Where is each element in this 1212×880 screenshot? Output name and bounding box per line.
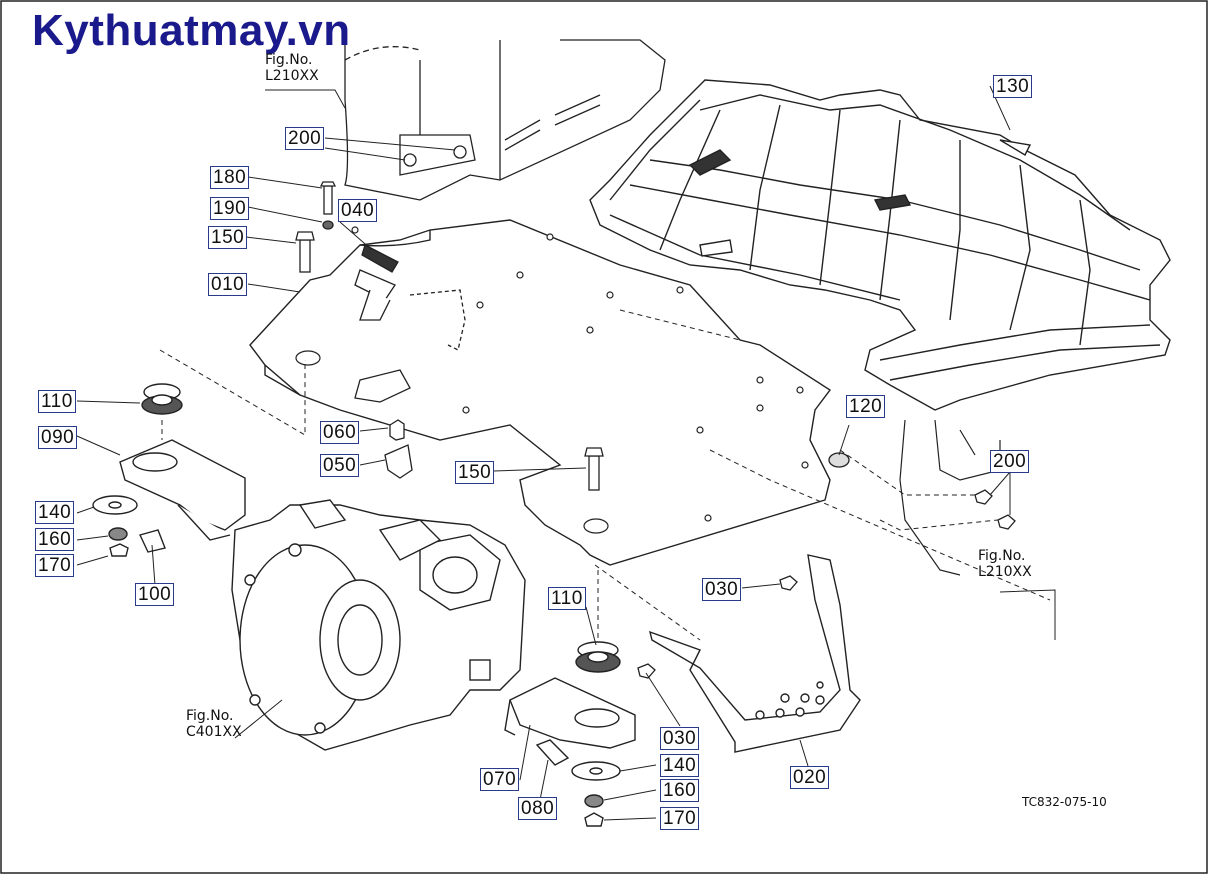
fig-ref-code: C401XX <box>186 724 242 740</box>
left-mount-bracket <box>92 383 246 557</box>
callout-200-top[interactable]: 200 <box>285 127 325 150</box>
callout-160-left[interactable]: 160 <box>35 528 75 551</box>
right-mount-bracket <box>504 641 636 827</box>
callout-150-center[interactable]: 150 <box>455 461 495 484</box>
callout-150-left[interactable]: 150 <box>208 226 248 249</box>
fig-ref-title: Fig.No. <box>186 708 234 724</box>
callout-030-lower[interactable]: 030 <box>660 727 700 750</box>
callout-030-upper[interactable]: 030 <box>702 578 742 601</box>
callout-010[interactable]: 010 <box>208 273 248 296</box>
step-plate <box>249 219 832 566</box>
callout-060[interactable]: 060 <box>320 421 360 444</box>
callout-120[interactable]: 120 <box>846 395 886 418</box>
callout-140-left[interactable]: 140 <box>35 501 75 524</box>
latch <box>354 369 411 403</box>
callout-140-right[interactable]: 140 <box>660 754 700 777</box>
fig-ref-title: Fig.No. <box>978 548 1026 564</box>
fig-ref-code: L210XX <box>265 68 319 84</box>
callout-160-right[interactable]: 160 <box>660 779 700 802</box>
floor-mat <box>589 79 1171 411</box>
callout-110-left[interactable]: 110 <box>38 390 76 413</box>
callout-020[interactable]: 020 <box>790 766 830 789</box>
fasteners <box>295 145 1016 679</box>
callout-170-left[interactable]: 170 <box>35 554 75 577</box>
leader-lines <box>76 85 1056 821</box>
fig-ref-l210-top: Fig.No. L210XX <box>265 52 319 84</box>
site-watermark: Kythuatmay.vn <box>32 6 351 55</box>
fig-ref-code: L210XX <box>978 564 1032 580</box>
callout-200-right[interactable]: 200 <box>990 450 1030 473</box>
brake-pedal <box>354 244 466 351</box>
fig-ref-c401: Fig.No. C401XX <box>186 708 242 740</box>
cab-outline-top <box>344 39 666 201</box>
transmission-housing <box>231 499 526 751</box>
callout-180[interactable]: 180 <box>210 166 250 189</box>
callout-110-right[interactable]: 110 <box>548 587 586 610</box>
callout-090[interactable]: 090 <box>38 426 78 449</box>
fig-ref-title: Fig.No. <box>265 52 313 68</box>
step-plate-holes <box>295 226 809 534</box>
drawing-code: TC832-075-10 <box>1022 795 1107 809</box>
callout-050[interactable]: 050 <box>320 454 360 477</box>
callout-040[interactable]: 040 <box>338 199 378 222</box>
callout-170-right[interactable]: 170 <box>660 807 700 830</box>
callout-130[interactable]: 130 <box>993 75 1033 98</box>
callout-080[interactable]: 080 <box>518 797 558 820</box>
assembly-lines <box>159 309 1051 641</box>
callout-190[interactable]: 190 <box>210 197 250 220</box>
callout-070[interactable]: 070 <box>480 768 520 791</box>
step-frame <box>649 554 861 753</box>
callout-100[interactable]: 100 <box>135 583 175 606</box>
fig-ref-l210-right: Fig.No. L210XX <box>978 548 1032 580</box>
